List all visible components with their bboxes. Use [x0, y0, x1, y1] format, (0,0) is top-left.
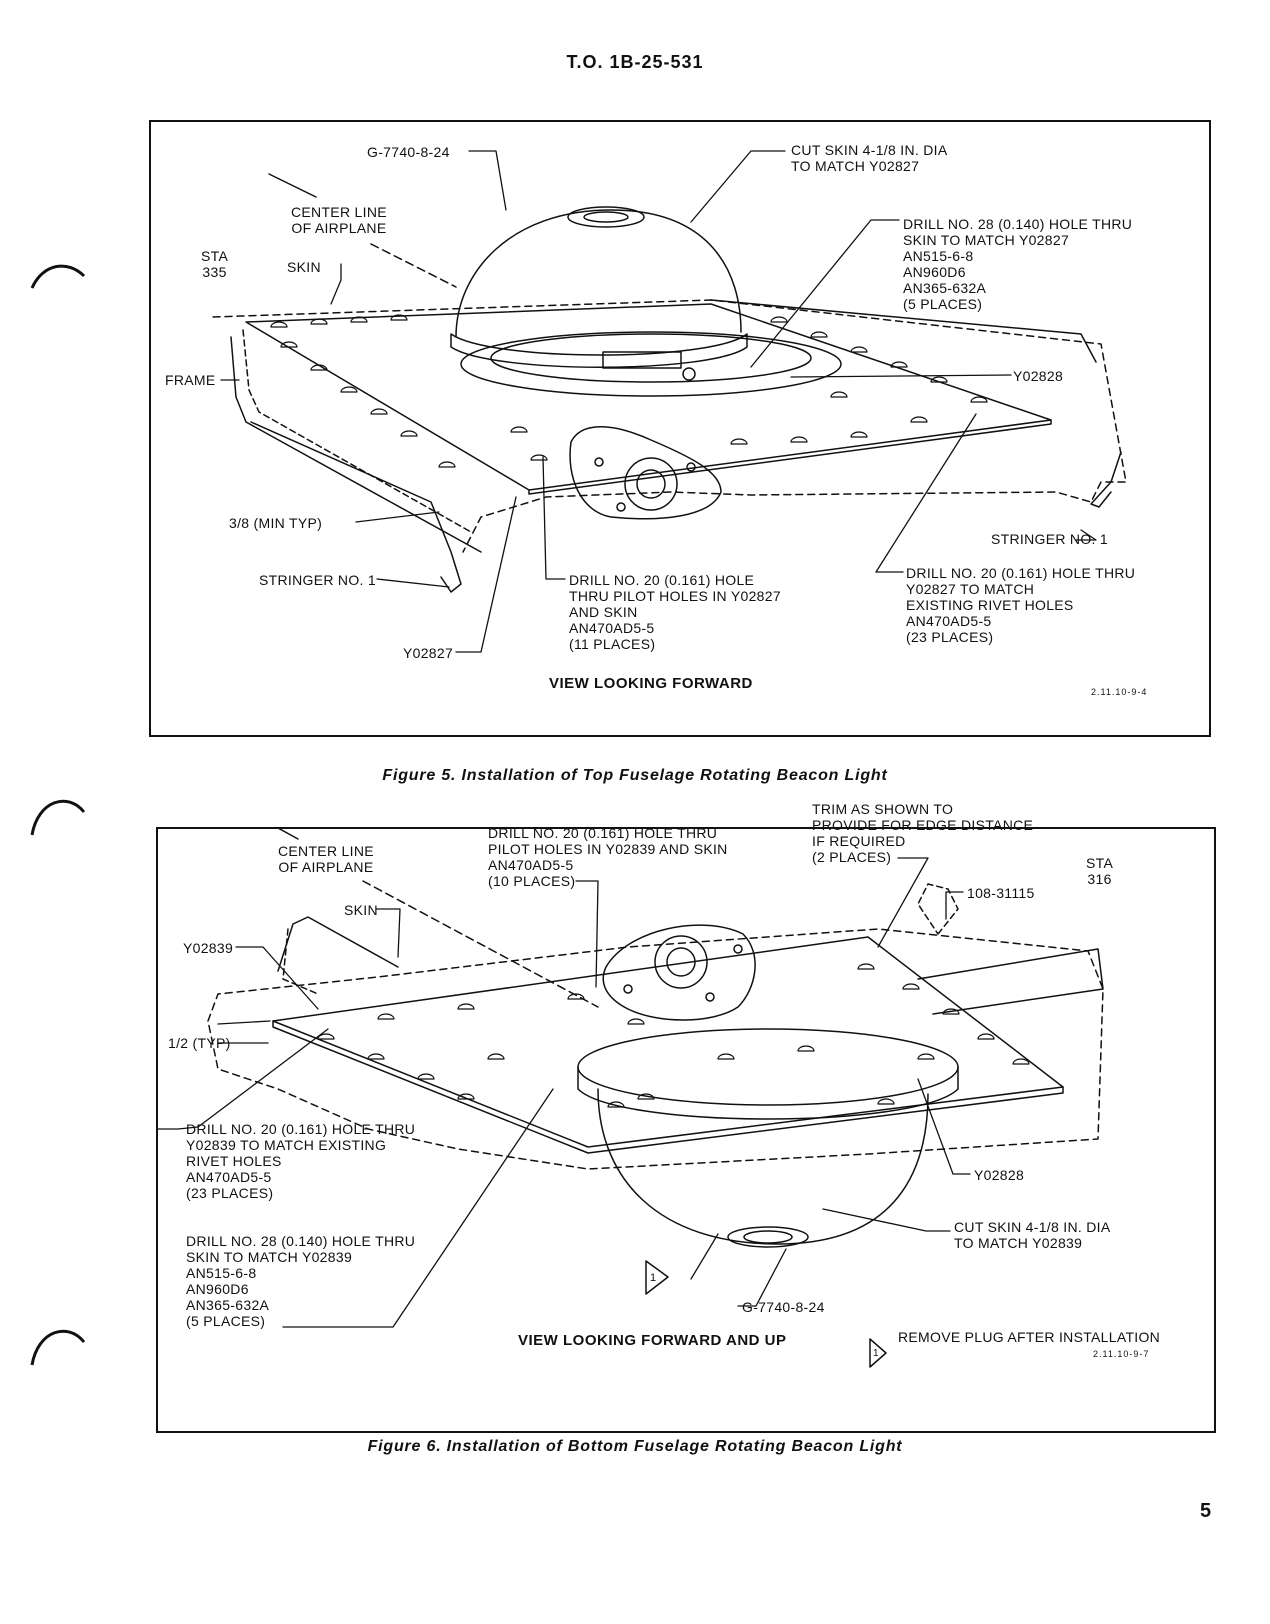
note-marker-triangle-legend: [869, 1338, 887, 1368]
dome-clamp-band: [450, 333, 748, 368]
stringer-right: [1090, 451, 1122, 508]
figure-5-reference: 2.11.10-9-4: [1091, 687, 1148, 697]
rivet-heads: [317, 963, 1030, 1108]
callout-dome-part: G-7740-8-24: [742, 1299, 825, 1315]
callout-trim: TRIM AS SHOWN TO PROVIDE FOR EDGE DISTAN…: [812, 801, 1034, 865]
base-ring-inner: [490, 333, 812, 383]
callout-ring-part: Y02828: [1013, 368, 1064, 384]
connector-plug: [654, 935, 708, 989]
clamp-screw: [602, 351, 682, 369]
callout-dome-part: G-7740-8-24: [367, 144, 450, 160]
callout-cut-skin: CUT SKIN 4-1/8 IN. DIA TO MATCH Y02827: [791, 142, 948, 174]
figure-6-caption: Figure 6. Installation of Bottom Fuselag…: [367, 1438, 903, 1455]
callout-center-line: CENTER LINE OF AIRPLANE: [291, 204, 387, 236]
connector-housing: [602, 924, 756, 1021]
callout-drill-28: DRILL NO. 28 (0.140) HOLE THRU SKIN TO M…: [903, 216, 1133, 312]
dome-bottom-lens: [727, 1226, 809, 1248]
fuselage-skin-outline: [212, 299, 1127, 553]
binder-hole-mark-1: [30, 264, 86, 289]
document-number: T.O. 1B-25-531: [566, 52, 704, 72]
figure-5-drawing: [212, 150, 1127, 653]
stringer-108: [917, 948, 1104, 1015]
base-ring: [577, 1028, 959, 1106]
callout-drill-20-rivet: DRILL NO. 20 (0.161) HOLE THRU Y02827 TO…: [906, 565, 1136, 645]
callout-stringer-left: STRINGER NO. 1: [259, 572, 376, 588]
note-marker-triangle: [645, 1260, 669, 1295]
note-legend-text: REMOVE PLUG AFTER INSTALLATION: [898, 1329, 1161, 1345]
figure-6-panel: TRIM AS SHOWN TO PROVIDE FOR EDGE DISTAN…: [156, 801, 1216, 1433]
stringer-left: [250, 421, 462, 593]
callout-ring-part: Y02828: [974, 1167, 1025, 1183]
dome-top-lens: [567, 206, 645, 228]
callout-skin: SKIN: [344, 902, 378, 918]
callout-stringer-part: 108-31115: [967, 885, 1035, 901]
figure-5-caption: Figure 5. Installation of Top Fuselage R…: [382, 767, 888, 784]
callout-sta: STA 335: [201, 248, 229, 280]
leader-lines: [220, 150, 1097, 653]
leader-lines: [158, 857, 971, 1328]
binder-hole-mark-2: [30, 799, 86, 836]
note-legend-number: 1: [873, 1348, 879, 1359]
skin-flange-left: [277, 916, 399, 972]
beacon-dome: [597, 1088, 929, 1245]
base-ring: [460, 331, 842, 397]
callout-stringer-right: STRINGER NO. 1: [991, 531, 1108, 547]
connector-housing: [569, 426, 722, 520]
figure-6-drawing: [158, 829, 1104, 1368]
callout-cut-skin: CUT SKIN 4-1/8 IN. DIA TO MATCH Y02839: [954, 1219, 1111, 1251]
callout-doubler-part: Y02827: [403, 645, 454, 661]
connector-plug: [624, 457, 678, 511]
dome-top-lens-inner: [583, 211, 629, 223]
callout-drill-20-pilot: DRILL NO. 20 (0.161) HOLE THRU PILOT HOL…: [488, 825, 728, 889]
doubler-plate-edge: [528, 419, 1052, 495]
beacon-dome: [455, 209, 742, 338]
center-line: [278, 829, 299, 840]
callout-frame: FRAME: [165, 372, 216, 388]
callout-drill-28: DRILL NO. 28 (0.140) HOLE THRU SKIN TO M…: [186, 1233, 416, 1329]
callout-sta: STA 316: [1086, 855, 1114, 887]
rivet-heads: [270, 314, 988, 468]
figure-5-panel: G-7740-8-24 CUT SKIN 4-1/8 IN. DIA TO MA…: [149, 120, 1211, 737]
figure-5-view-title: VIEW LOOKING FORWARD: [549, 675, 753, 692]
figure-6-reference: 2.11.10-9-7: [1093, 1349, 1150, 1359]
callout-skin: SKIN: [287, 259, 321, 275]
callout-doubler-part: Y02839: [183, 940, 234, 956]
callout-min-typ: 3/8 (MIN TYP): [229, 515, 323, 531]
doubler-plate-edge: [272, 1020, 1064, 1154]
callout-half-typ: 1/2 (TYP): [168, 1035, 231, 1051]
fuselage-skin-upper-edge: [710, 299, 1097, 363]
callout-drill-20-rivet: DRILL NO. 20 (0.161) HOLE THRU Y02839 TO…: [186, 1121, 416, 1201]
center-line: [268, 173, 317, 198]
binder-hole-mark-3: [30, 1329, 86, 1366]
figure-6-view-title: VIEW LOOKING FORWARD AND UP: [518, 1332, 787, 1349]
callout-drill-20-pilot: DRILL NO. 20 (0.161) HOLE THRU PILOT HOL…: [569, 572, 781, 652]
frame-inner: [242, 329, 472, 533]
page-number: 5: [1200, 1500, 1212, 1522]
note-marker-number: 1: [650, 1272, 657, 1284]
frame: [230, 336, 482, 553]
fuselage-skin-outline: [207, 928, 1104, 1170]
callout-center-line: CENTER LINE OF AIRPLANE: [278, 843, 374, 875]
